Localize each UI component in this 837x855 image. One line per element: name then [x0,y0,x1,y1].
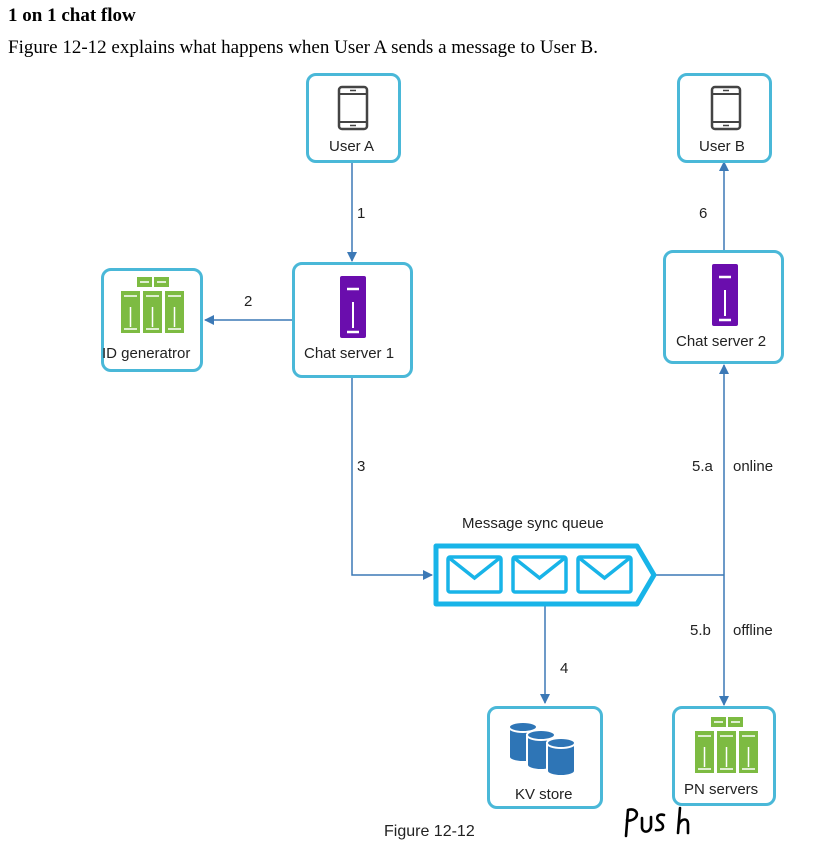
server-rack-icon [121,277,184,333]
edge-5a-number: 5.a [692,458,713,475]
figure-caption: Figure 12-12 [384,823,475,840]
user-a-label: User A [329,138,375,155]
user-b-label: User B [699,138,745,155]
chat-server-1-label: Chat server 1 [304,345,395,362]
envelope-icon [511,555,568,594]
section-description: Figure 12-12 explains what happens when … [8,37,598,58]
kv-store-node[interactable]: KV store [487,706,603,809]
pn-servers-label: PN servers [684,781,759,798]
edge-5a-text: online [733,458,774,475]
edge-2-label: 2 [244,293,253,310]
chat-server-2-label: Chat server 2 [676,333,767,350]
server-icon [712,264,738,326]
phone-icon [337,85,369,131]
edge-5b-text: offline [733,622,773,639]
kv-store-label: KV store [515,786,573,803]
user-a-node[interactable]: User A [306,73,401,163]
id-generator-label: ID generatror [102,345,191,362]
message-queue-icon[interactable] [432,542,658,608]
database-icon [508,721,576,777]
user-b-node[interactable]: User B [677,73,772,163]
envelope-icon [446,555,503,594]
edge-6-label: 6 [699,205,708,222]
edge-4-label: 4 [560,660,569,677]
envelope-icon [576,555,633,594]
phone-icon [710,85,742,131]
server-icon [340,276,366,338]
pn-servers-node[interactable]: PN servers [672,706,776,806]
server-rack-icon [695,717,758,773]
edge-5b-number: 5.b [690,622,711,639]
id-generator-node[interactable]: ID generatror [101,268,203,372]
chat-server-2-node[interactable]: Chat server 2 [663,250,784,364]
edge-3-arrow [351,378,433,580]
edge-1-label: 1 [357,205,366,222]
handwritten-push-note [624,806,690,838]
chat-server-1-node[interactable]: Chat server 1 [292,262,413,378]
section-heading: 1 on 1 chat flow [8,5,136,26]
queue-label: Message sync queue [462,515,604,532]
edge-3-label: 3 [357,458,366,475]
